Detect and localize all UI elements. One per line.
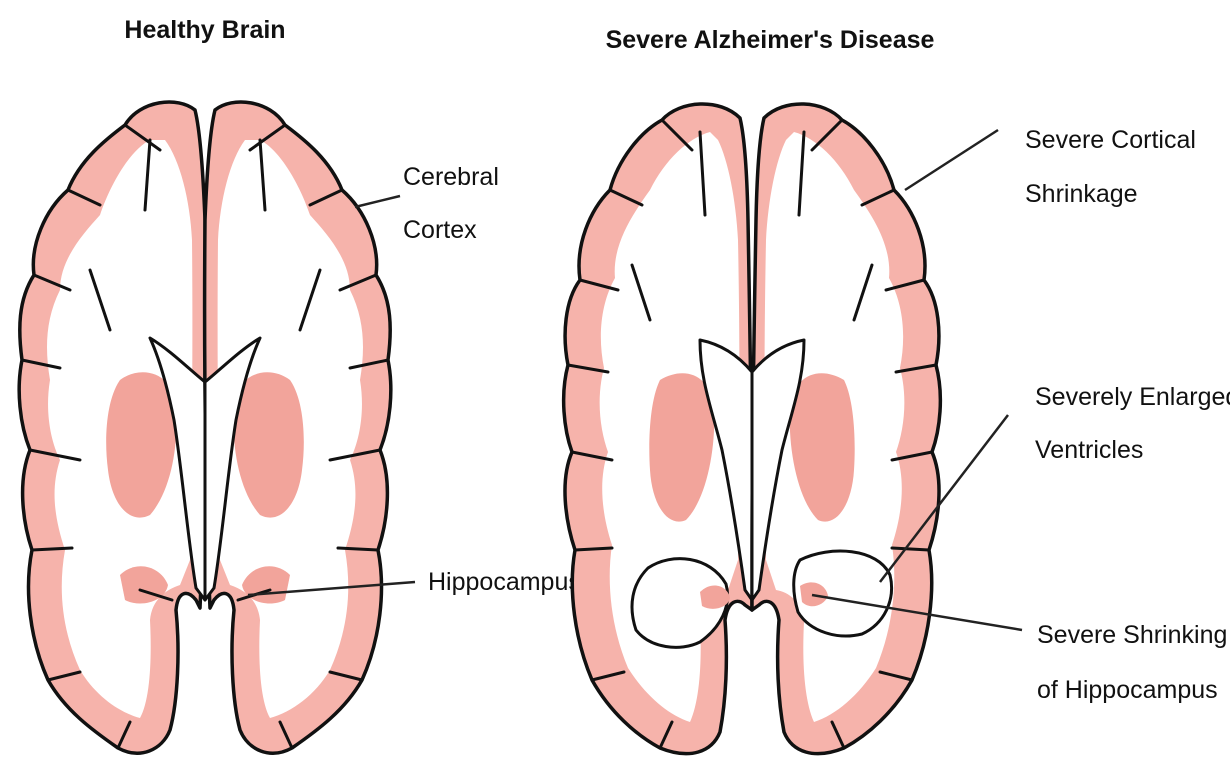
alzheimers-brain-title: Severe Alzheimer's Disease: [606, 26, 935, 54]
hippocampus-label: Hippocampus: [428, 568, 581, 596]
cortical-shrinkage-label-line2: Shrinkage: [1025, 180, 1138, 208]
enlarged-ventricles-label-line2: Ventricles: [1035, 436, 1143, 464]
cerebral-cortex-label-line2: Cortex: [403, 216, 477, 244]
healthy-brain: [19, 102, 391, 753]
cerebral-cortex-leader: [355, 196, 400, 207]
healthy-brain-title: Healthy Brain: [124, 16, 285, 44]
shrinking-hippocampus-label-line2: of Hippocampus: [1037, 676, 1218, 704]
shrinking-hippocampus-label-line1: Severe Shrinking: [1037, 621, 1227, 649]
cortical-shrinkage-leader: [905, 130, 998, 190]
enlarged-ventricles-label-line1: Severely Enlarged: [1035, 383, 1230, 411]
cerebral-cortex-label-line1: Cerebral: [403, 163, 499, 191]
cortical-shrinkage-label-line1: Severe Cortical: [1025, 126, 1196, 154]
alzheimers-brain: [564, 104, 941, 754]
